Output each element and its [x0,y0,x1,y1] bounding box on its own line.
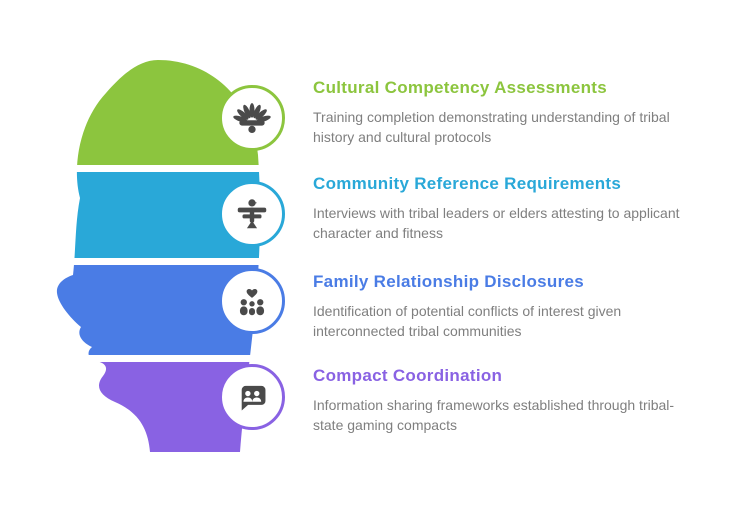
section-cultural-competency: Cultural Competency Assessments Training… [313,78,713,147]
icon-badge-family-disclosures [219,268,285,334]
section-title: Community Reference Requirements [313,174,622,193]
section-title: Family Relationship Disclosures [313,272,584,291]
icon-badge-cultural-competency [219,85,285,151]
thunderbird-icon [233,195,271,233]
section-description: Information sharing frameworks establish… [313,397,675,433]
section-compact-coordination: Compact Coordination Information sharing… [313,366,713,435]
section-description: Interviews with tribal leaders or elders… [313,205,680,241]
section-community-reference: Community Reference Requirements Intervi… [313,174,713,243]
family-heart-icon [233,282,271,320]
section-family-disclosures: Family Relationship Disclosures Identifi… [313,272,713,341]
icon-badge-compact-coordination [219,364,285,430]
chat-people-icon [233,378,271,416]
section-description: Identification of potential conflicts of… [313,303,622,339]
icon-badge-community-reference [219,181,285,247]
section-title: Compact Coordination [313,366,503,385]
headdress-icon [233,99,271,137]
section-description: Training completion demonstrating unders… [313,109,670,145]
section-title: Cultural Competency Assessments [313,78,607,97]
